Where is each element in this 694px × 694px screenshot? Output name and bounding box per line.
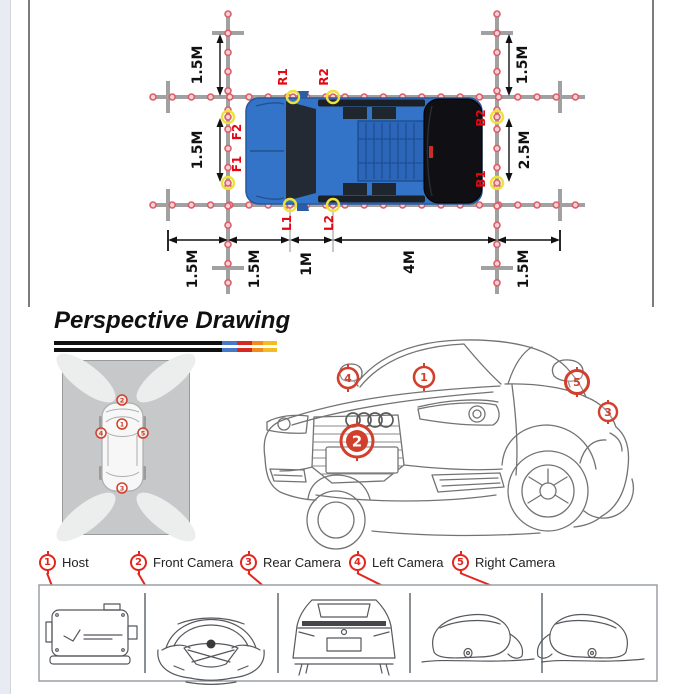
legend-number-2: 2	[130, 554, 147, 571]
coverage-marker-left: 4	[99, 429, 104, 437]
point-label-f1: F1	[230, 156, 244, 173]
product-box	[38, 584, 658, 685]
dimension-lines	[168, 34, 560, 244]
coverage-marker-rear: 3	[120, 484, 125, 492]
right-camera-drawing	[536, 613, 645, 663]
svg-text:2: 2	[352, 433, 362, 451]
legend-rear-camera: 3 Rear Camera	[240, 554, 341, 571]
point-label-l2: L2	[322, 215, 336, 231]
svg-text:1: 1	[420, 371, 428, 384]
marker-rear-camera: 3	[597, 400, 619, 424]
coverage-markers: 2 1 4 5 3	[95, 394, 149, 494]
legend-label-left-camera: Left Camera	[372, 555, 444, 570]
legend-label-host: Host	[62, 555, 89, 570]
svg-text:3: 3	[604, 406, 612, 419]
coverage-marker-right: 5	[141, 429, 146, 437]
dim-bottom-2: 1M	[299, 252, 315, 276]
dim-top-left: 1.5M	[190, 46, 206, 85]
dim-top-right: 1.5M	[515, 46, 531, 85]
legend-number-5: 5	[452, 554, 469, 571]
dim-bottom-3: 4M	[402, 250, 418, 274]
legend-right-camera: 5 Right Camera	[452, 554, 555, 571]
legend-label-right-camera: Right Camera	[475, 555, 556, 570]
product-box-dividers	[144, 593, 543, 673]
dim-bottom-0: 1.5M	[185, 250, 201, 289]
truck-top-view	[245, 91, 483, 211]
coverage-car	[99, 402, 146, 492]
dim-rear-gap: 2.5M	[517, 131, 533, 170]
car-line-art	[263, 339, 635, 550]
point-label-l1: L1	[280, 215, 294, 231]
page-edge-strip	[0, 0, 11, 694]
legend-label-rear-camera: Rear Camera	[263, 555, 342, 570]
truck-canopy	[423, 98, 483, 204]
truck-taillight	[429, 146, 433, 158]
top-image-right-border	[652, 0, 654, 307]
legend-number-4: 4	[349, 554, 366, 571]
point-label-r1: R1	[276, 68, 290, 86]
legend-front-camera: 2 Front Camera	[130, 554, 233, 571]
truck-mirror-right	[297, 203, 309, 211]
host-device-drawing	[45, 603, 138, 665]
calibration-point-rings	[220, 89, 505, 213]
dim-bottom-4: 1.5M	[516, 250, 532, 289]
car-perspective-drawing: 4 1 2 5 3	[263, 339, 635, 550]
svg-text:4: 4	[344, 372, 352, 385]
dim-front-gap: 1.5M	[190, 131, 206, 170]
coverage-diagram: 2 1 4 5 3	[56, 353, 196, 542]
point-label-r2: R2	[317, 68, 331, 86]
coverage-marker-host: 1	[120, 420, 125, 428]
front-camera-drawing	[157, 617, 265, 685]
truck-windshield	[286, 101, 316, 201]
coverage-marker-front: 2	[120, 396, 125, 404]
dim-bottom-1: 1.5M	[247, 250, 263, 289]
truck-bed	[357, 120, 425, 182]
marker-left-camera: 4	[336, 364, 360, 392]
marker-front-camera: 2	[339, 421, 375, 461]
point-label-f2: F2	[230, 124, 244, 141]
legend-left-camera: 4 Left Camera	[349, 554, 444, 571]
rear-camera-drawing	[292, 599, 396, 676]
point-label-b1: B1	[474, 170, 488, 188]
marker-right-camera: 5	[564, 367, 590, 397]
perspective-title: Perspective Drawing	[54, 307, 291, 334]
legend-label-front-camera: Front Camera	[153, 555, 234, 570]
car-camera-markers: 4 1 2 5 3	[336, 363, 619, 461]
top-image-left-border	[28, 0, 30, 307]
point-label-b2: B2	[474, 109, 488, 127]
title-accent-bars	[54, 341, 277, 354]
left-camera-drawing	[421, 613, 535, 663]
calibration-diagram: 1.5M 1.5M 1.5M 2.5M 1.5M 1.5M 1M 4M 1.5M…	[149, 10, 585, 294]
coverage-petals	[56, 353, 196, 542]
legend-host: 1 Host	[39, 554, 89, 571]
legend-number-3: 3	[240, 554, 257, 571]
marker-host: 1	[412, 363, 436, 391]
legend-number-1: 1	[39, 554, 56, 571]
svg-text:5: 5	[573, 376, 581, 389]
